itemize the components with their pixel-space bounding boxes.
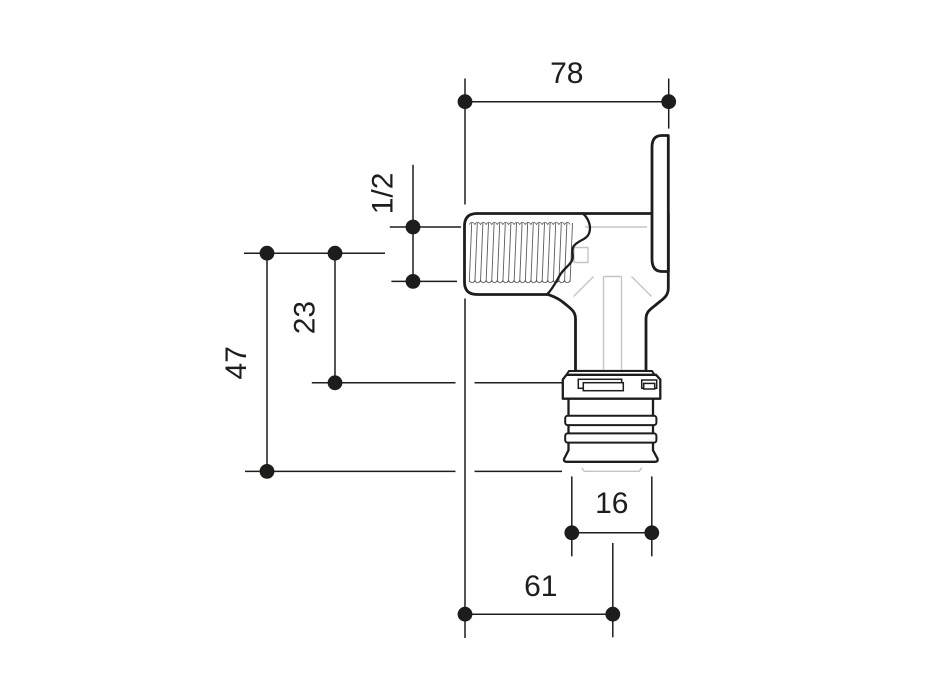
dimension-label-axis-to-sleeve-stop: 23 xyxy=(288,301,321,334)
thread-hatching xyxy=(468,222,573,283)
branch-bore-channel xyxy=(602,275,623,371)
dimension-axis-to-sleeve-end: 47 xyxy=(220,245,562,479)
bore-chamfer-right xyxy=(631,276,652,297)
dimension-top-width: 78 xyxy=(457,57,677,638)
dimension-endpoint-dot xyxy=(327,375,343,391)
dimension-label-axis-to-sleeve-end: 47 xyxy=(220,346,253,379)
dimension-pipe-outer-diameter: 16 xyxy=(564,476,660,557)
dimension-label-left-plane-to-pipe-axis: 61 xyxy=(524,570,557,603)
thread-crest-bottom xyxy=(468,279,571,284)
sleeve-rib-lower xyxy=(564,432,658,444)
thread-crest-top xyxy=(468,221,571,226)
dimension-label-top-width: 78 xyxy=(550,57,583,90)
crimp-sleeve xyxy=(562,397,659,463)
dimensions: 78 1/2 23 47 xyxy=(220,57,677,638)
dimension-label-pipe-outer-diameter: 16 xyxy=(595,487,628,520)
dimension-axis-to-sleeve-stop: 23 xyxy=(288,245,562,391)
thread-section xyxy=(468,221,573,284)
dimension-thread-size: 1/2 xyxy=(366,164,461,289)
dimension-endpoint-dot xyxy=(259,245,275,261)
dimension-endpoint-dot xyxy=(405,219,421,235)
dimension-endpoint-dot xyxy=(644,525,660,541)
collar-windows xyxy=(577,378,658,392)
dimension-left-plane-to-pipe-axis: 61 xyxy=(457,543,621,638)
dimension-endpoint-dot xyxy=(457,94,473,110)
wall-flange xyxy=(650,134,670,273)
bore-step-rect xyxy=(573,246,589,264)
thread-boundary-profile xyxy=(545,212,592,296)
dimension-endpoint-dot xyxy=(661,94,677,110)
bore-chamfer-left xyxy=(573,276,594,297)
collar-window-right-inner xyxy=(642,382,656,390)
dimension-endpoint-dot xyxy=(405,274,421,289)
dimension-endpoint-dot xyxy=(605,606,621,622)
dimension-endpoint-dot xyxy=(259,464,275,479)
press-sleeve-assembly xyxy=(561,370,662,472)
collar-window-left-inner xyxy=(582,381,625,392)
dimension-endpoint-dot xyxy=(564,525,580,541)
fitting-body xyxy=(463,134,670,472)
internal-bore-lines xyxy=(573,226,652,371)
sleeve-rib-upper xyxy=(564,414,658,427)
dimension-endpoint-dot xyxy=(457,606,473,622)
dimension-label-thread-size: 1/2 xyxy=(366,173,399,215)
dimension-endpoint-dot xyxy=(327,245,343,261)
pipe-end-hint xyxy=(581,467,643,472)
